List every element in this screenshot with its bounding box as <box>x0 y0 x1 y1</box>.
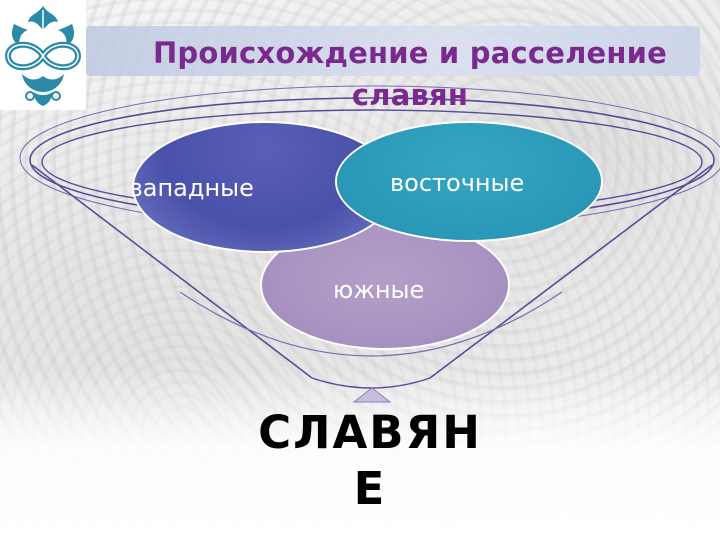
main-word-slavs: СЛАВЯНЕ <box>258 406 482 515</box>
east-slavs-label: восточные <box>390 169 525 197</box>
east-slavs-ellipse <box>337 123 601 240</box>
south-slavs-label: южные <box>333 276 425 304</box>
title-bar <box>86 26 700 76</box>
slide-title: Происхождение и расселение славян <box>152 36 668 112</box>
west-slavs-label: западные <box>130 174 254 202</box>
ornament-logo-icon <box>0 0 86 110</box>
